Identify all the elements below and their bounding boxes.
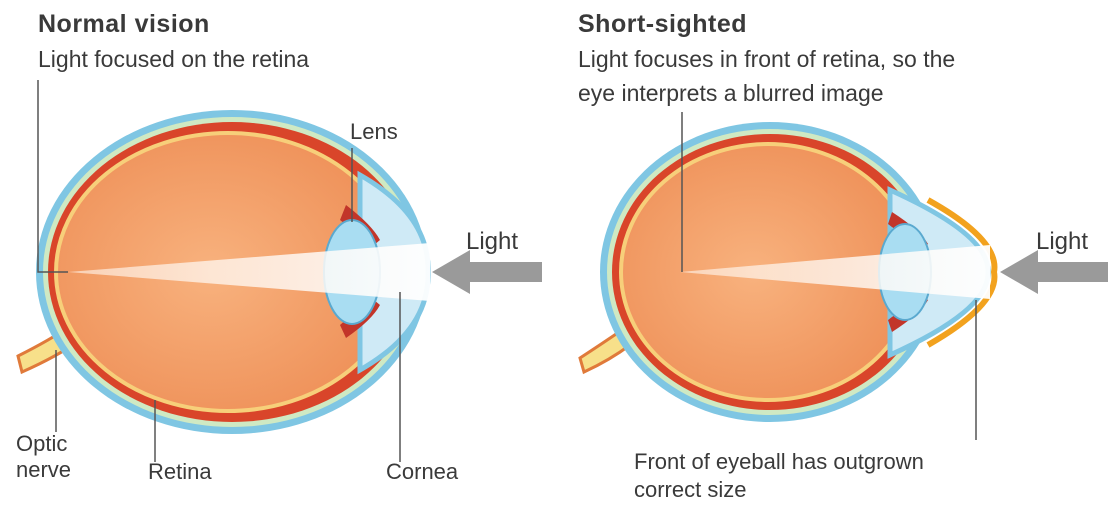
retina-label: Retina: [148, 458, 212, 485]
cornea-label: Cornea: [386, 458, 458, 485]
left-light-arrow: [432, 250, 542, 294]
short-sighted-eye: [580, 112, 1108, 440]
normal-eye: [18, 80, 542, 462]
outgrown-label-line2: correct size: [634, 476, 746, 503]
right-light-label: Light: [1036, 228, 1088, 256]
normal-vision-title: Normal vision: [38, 10, 210, 39]
left-light-label: Light: [466, 228, 518, 256]
short-sighted-title: Short-sighted: [578, 10, 747, 39]
outgrown-label-line1: Front of eyeball has outgrown: [634, 448, 924, 475]
optic-nerve-label-line1: Optic: [16, 430, 67, 457]
lens-label: Lens: [350, 118, 398, 145]
short-sighted-subtitle-line1: Light focuses in front of retina, so the: [578, 44, 955, 74]
optic-nerve-label-line2: nerve: [16, 456, 71, 483]
normal-vision-subtitle: Light focused on the retina: [38, 44, 309, 74]
right-light-arrow: [1000, 250, 1108, 294]
short-sighted-subtitle-line2: eye interprets a blurred image: [578, 78, 884, 108]
